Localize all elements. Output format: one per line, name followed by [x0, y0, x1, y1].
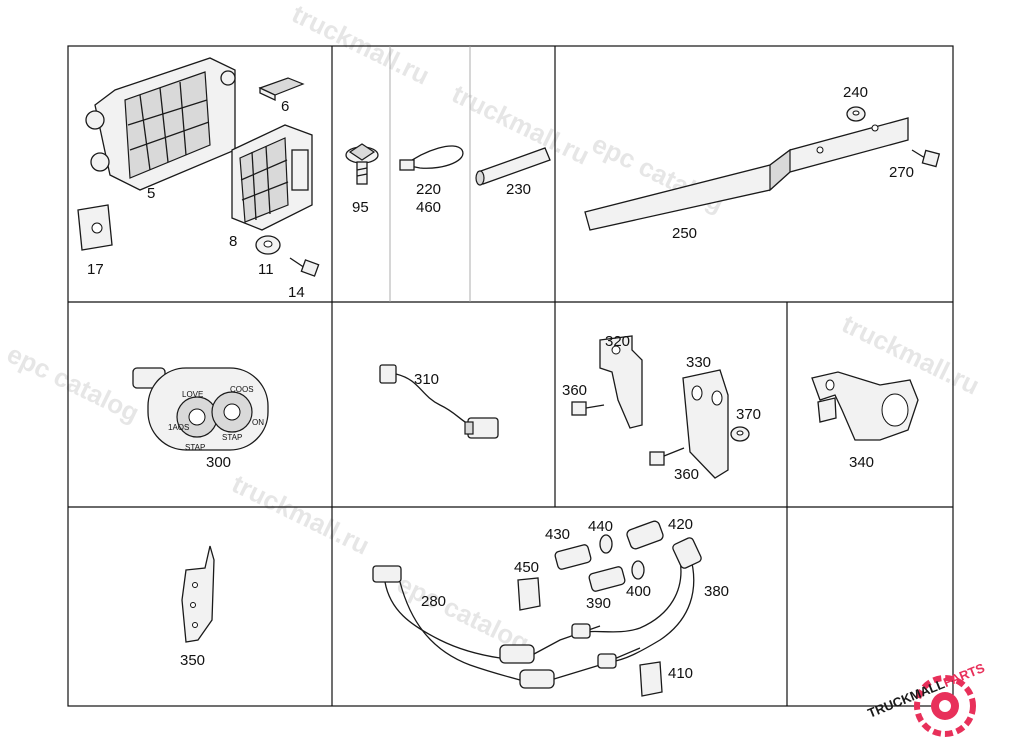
part-label[interactable]: 8 [229, 233, 237, 250]
part-label[interactable]: 14 [288, 284, 305, 301]
nut-11[interactable] [255, 235, 281, 255]
plate-350[interactable] [181, 545, 215, 643]
connector-420[interactable] [626, 520, 665, 550]
part-label[interactable]: 5 [147, 185, 155, 202]
clip-17[interactable] [77, 204, 113, 251]
part-label[interactable]: 400 [626, 583, 651, 600]
part-label[interactable]: 350 [180, 652, 205, 669]
harness-310[interactable] [379, 364, 499, 439]
bolt-14[interactable] [289, 257, 320, 277]
seal-400[interactable] [631, 560, 645, 580]
part-label[interactable]: 450 [514, 559, 539, 576]
part-label[interactable]: 440 [588, 518, 613, 535]
nut-370[interactable] [730, 426, 750, 442]
part-label[interactable]: 420 [668, 516, 693, 533]
cell-ignition-switch: LOVE COOS STAP ON STAP 1AOS 300 [132, 367, 269, 471]
part-label[interactable]: 220 [416, 181, 441, 198]
part-label[interactable]: 280 [421, 593, 446, 610]
cell-screw: 95 [345, 143, 379, 216]
cell-holder: 340 [811, 371, 919, 471]
bolt-360-b[interactable] [649, 447, 685, 466]
cell-sensor-cables: 280 380 390 400 410 420 430 440 450 [372, 516, 729, 697]
switch-marking: 1AOS [168, 423, 189, 432]
switch-marking: ON [252, 418, 264, 427]
part-label[interactable]: 310 [414, 371, 439, 388]
part-label[interactable]: 95 [352, 199, 369, 216]
cell-harness-connector: 310 [379, 364, 499, 439]
part-label[interactable]: 250 [672, 225, 697, 242]
part-label[interactable]: 240 [843, 84, 868, 101]
cable-280[interactable] [372, 565, 641, 689]
part-label[interactable]: 370 [736, 406, 761, 423]
ignition-switch-300[interactable]: LOVE COOS STAP ON STAP 1AOS [132, 367, 269, 452]
cell-brackets: 320 330 360 360 370 [562, 333, 761, 483]
cell-cable-tie: 220 460 [399, 145, 464, 216]
watermark-text: truckmall.ru [227, 468, 374, 560]
cell-bracket-rail: 240 250 270 [584, 84, 941, 242]
part-label[interactable]: 230 [506, 181, 531, 198]
nut-240[interactable] [846, 106, 866, 122]
part-label[interactable]: 300 [206, 454, 231, 471]
part-label[interactable]: 360 [562, 382, 587, 399]
connector-430[interactable] [554, 544, 592, 570]
part-label[interactable]: 270 [889, 164, 914, 181]
cell-control-units: 5 6 8 11 14 17 [77, 57, 320, 301]
watermark-text: truckmall.ru [287, 0, 434, 91]
part-label[interactable]: 460 [416, 199, 441, 216]
part-label[interactable]: 390 [586, 595, 611, 612]
control-unit-5[interactable] [85, 57, 236, 191]
part-label[interactable]: 340 [849, 454, 874, 471]
switch-marking: COOS [230, 385, 254, 394]
cell-plate: 350 [180, 545, 215, 669]
holder-340[interactable] [811, 371, 919, 441]
bolt-270[interactable] [911, 149, 941, 168]
rail-250[interactable] [584, 117, 909, 231]
part-label[interactable]: 11 [258, 261, 274, 278]
switch-marking: STAP [185, 443, 205, 452]
part-label[interactable]: 360 [674, 466, 699, 483]
part-label[interactable]: 410 [668, 665, 693, 682]
grid-frame [67, 45, 954, 707]
truckmallparts-logo: TRUCKMALLPARTS [866, 660, 987, 737]
relay-6[interactable] [258, 77, 305, 102]
switch-marking: STAP [222, 433, 242, 442]
plate-330[interactable] [682, 369, 729, 479]
clip-450[interactable] [517, 577, 541, 611]
connector-390[interactable] [588, 566, 626, 592]
switch-marking: LOVE [182, 390, 203, 399]
cable-380[interactable] [571, 537, 702, 669]
bolt-360-a[interactable] [571, 401, 605, 416]
watermark-text: epc catalog [2, 338, 144, 428]
cable-tie-220[interactable] [399, 145, 464, 171]
part-label[interactable]: 320 [605, 333, 630, 350]
cell-sleeve: 230 [475, 147, 551, 198]
part-label[interactable]: 380 [704, 583, 729, 600]
sleeve-230[interactable] [475, 147, 551, 186]
part-label[interactable]: 17 [87, 261, 104, 278]
screw-95[interactable] [345, 143, 379, 185]
part-label[interactable]: 430 [545, 526, 570, 543]
part-label[interactable]: 330 [686, 354, 711, 371]
seal-440[interactable] [599, 534, 613, 554]
part-label[interactable]: 6 [281, 98, 289, 115]
bracket-320[interactable] [599, 335, 643, 429]
control-unit-8[interactable] [231, 124, 313, 231]
clip-410[interactable] [639, 661, 663, 697]
